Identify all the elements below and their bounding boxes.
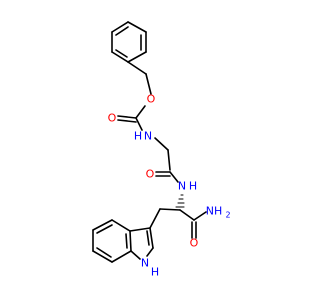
- bond-alpha-amide2: [179, 209, 195, 221]
- indole-pyrrole-ring: [129, 227, 154, 260]
- bond-ch2-carbonyl: [167, 149, 171, 171]
- bond: [92, 219, 113, 231]
- bond-double-inner: [125, 233, 128, 249]
- bond: [130, 250, 141, 260]
- bond: [129, 227, 151, 232]
- atom-nh2: NH: [206, 205, 223, 218]
- bond-o-carbonyl: [135, 105, 146, 119]
- bond-carbonyl-o-double: [117, 119, 137, 123]
- bond-double-inner: [96, 224, 113, 234]
- bond: [111, 21, 129, 33]
- bond-double-inner: [146, 230, 150, 246]
- stereo-hash-bond: [175, 194, 185, 208]
- atom-h-indole: H: [151, 266, 159, 279]
- atom-o-amide2: O: [190, 237, 199, 250]
- bond-double-inner: [115, 26, 129, 36]
- bond: [111, 51, 129, 63]
- atom-h-carbamate: H: [134, 130, 142, 143]
- atom-o-ester: O: [147, 93, 156, 106]
- bond-alpha-ch2: [159, 208, 181, 211]
- bond-amide2-n: [193, 211, 207, 221]
- indole-benzene-ring: [92, 219, 132, 263]
- bond-carbonyl-n: [135, 117, 143, 131]
- bond: [111, 219, 131, 232]
- bond: [146, 247, 154, 257]
- bond: [127, 21, 147, 33]
- atom-h-amide1: H: [189, 180, 197, 193]
- bond-benzyl-ch2: [127, 61, 147, 75]
- bond: [127, 51, 147, 63]
- atom-n-indole: N: [141, 257, 149, 270]
- bond-amide1-cn: [169, 171, 179, 183]
- bond-fused: [129, 230, 132, 252]
- atom-o-carbamate: O: [108, 112, 117, 125]
- bond-double-inner: [115, 49, 128, 58]
- molecule-structure-diagram: O O H N O N H NH 2 O: [92, 21, 231, 279]
- atom-n-carbamate: N: [144, 130, 152, 143]
- atom-n-amide1: N: [178, 180, 186, 193]
- bond: [92, 250, 113, 263]
- bond-double-inner: [96, 247, 112, 258]
- atom-o-amide1: O: [146, 168, 155, 181]
- atom-nh2-subscript: 2: [225, 211, 230, 220]
- benzyl-ring: [111, 21, 147, 63]
- bond: [111, 250, 132, 263]
- bond: [149, 227, 154, 249]
- bond-ch2-o: [145, 73, 152, 95]
- bond-ch2-indole: [149, 208, 161, 229]
- bond-carbonyl-o: [117, 115, 137, 119]
- bond-n-ch2: [154, 137, 169, 151]
